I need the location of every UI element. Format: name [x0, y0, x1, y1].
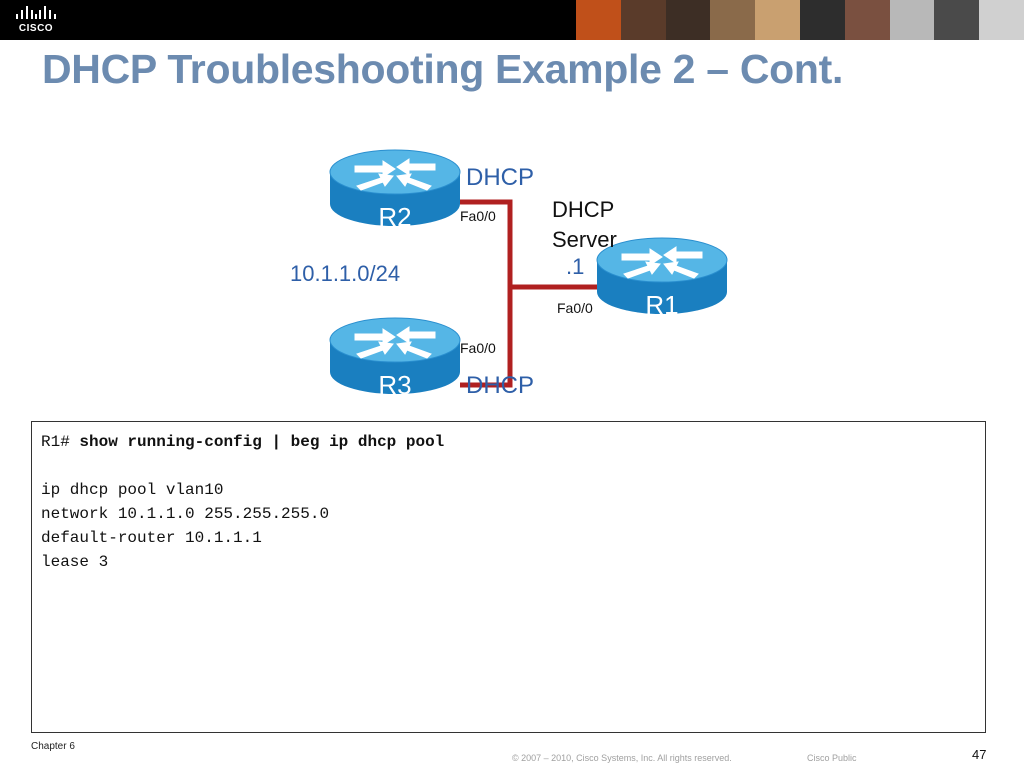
photo-tile	[576, 0, 621, 40]
r1-port-label: Fa0/0	[557, 300, 593, 316]
photo-tile	[620, 0, 666, 40]
footer-copyright: © 2007 – 2010, Cisco Systems, Inc. All r…	[512, 753, 732, 763]
console-output: R1# show running-config | beg ip dhcp po…	[31, 421, 986, 733]
cisco-bridge-icon	[16, 6, 56, 19]
r2-dhcp-label: DHCP	[466, 164, 535, 191]
router-r3-label: R3	[378, 370, 411, 400]
footer-classification: Cisco Public	[807, 753, 857, 763]
cisco-logo: CISCO	[14, 5, 64, 35]
link-r2-switch	[460, 199, 513, 388]
router-r2-icon: R2	[329, 149, 461, 232]
footer-chapter: Chapter 6	[31, 741, 75, 752]
console-prompt: R1#	[41, 433, 70, 451]
r3-dhcp-label: DHCP	[466, 372, 535, 399]
console-line: lease 3	[41, 553, 109, 571]
photo-tile	[979, 0, 1024, 40]
router-r2-label: R2	[378, 202, 411, 232]
photo-tile	[799, 0, 845, 40]
photo-tile	[755, 0, 800, 40]
slide-title: DHCP Troubleshooting Example 2 – Cont.	[42, 46, 844, 92]
console-command: show running-config | beg ip dhcp pool	[79, 433, 445, 451]
console-line: network 10.1.1.0 255.255.255.0	[41, 505, 330, 523]
dhcp-server-label-line1: DHCP	[552, 197, 615, 222]
photo-tile	[844, 0, 890, 40]
photo-tile	[710, 0, 756, 40]
router-r1-label: R1	[645, 290, 678, 320]
photo-tile	[934, 0, 980, 40]
r3-port-label: Fa0/0	[460, 340, 496, 356]
page-number: 47	[972, 747, 987, 762]
network-label: 10.1.1.0/24	[290, 261, 401, 286]
logo-text: CISCO	[18, 23, 54, 34]
console-line: ip dhcp pool vlan10	[41, 481, 224, 499]
r1-host-label: .1	[566, 254, 585, 279]
header-bar: CISCO	[0, 0, 1024, 40]
dhcp-server-label-line2: Server	[552, 227, 617, 252]
photo-strip	[576, 0, 1024, 40]
router-r3-icon: R3	[329, 317, 461, 400]
console-blank-line	[41, 454, 976, 478]
photo-tile	[889, 0, 935, 40]
r2-port-label: Fa0/0	[460, 208, 496, 224]
console-line: default-router 10.1.1.1	[41, 529, 262, 547]
photo-tile	[665, 0, 711, 40]
console-command-line: R1# show running-config | beg ip dhcp po…	[41, 430, 976, 454]
